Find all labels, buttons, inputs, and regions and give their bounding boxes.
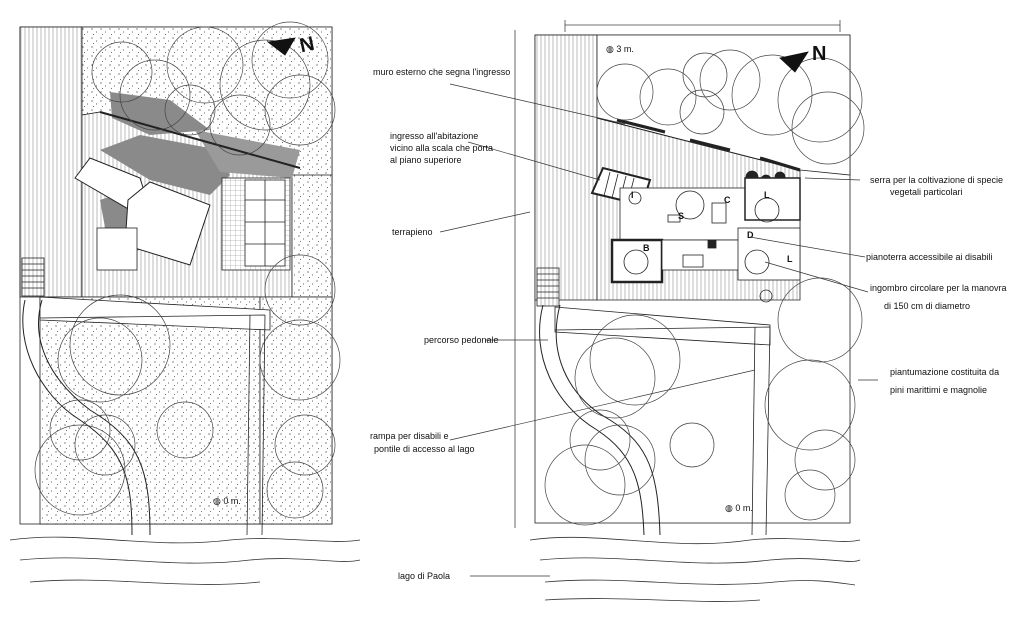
label-muro: muro esterno che segna l'ingresso: [373, 67, 511, 77]
label-piantumazione-1: piantumazione costituita da: [890, 367, 1000, 377]
label-piantumazione-2: pini marittimi e magnolie: [890, 385, 988, 395]
elevation-right-bottom-text: 0 m.: [735, 503, 753, 513]
room-label-l2: L: [787, 254, 793, 264]
leader-lines: [439, 83, 878, 577]
label-rampa-2: pontile di accesso al lago: [374, 444, 475, 454]
elevation-right-top-text: 3 m.: [616, 44, 634, 54]
label-ingombro-2: di 150 cm di diametro: [884, 301, 971, 311]
elevation-right-bottom: ◍ 0 m.: [725, 503, 753, 513]
label-lago: lago di Paola: [398, 571, 451, 581]
label-terrapieno: terrapieno: [392, 227, 433, 237]
elevation-left-bottom-text: 0 m.: [223, 496, 241, 506]
label-ingombro-1: ingombro circolare per la manovra: [870, 283, 1007, 293]
room-label-l1: L: [764, 190, 770, 200]
elevation-left-bottom: ◍ 0 m.: [213, 496, 241, 506]
right-plan: [514, 20, 865, 602]
left-plan: [9, 21, 361, 585]
room-label-d: D: [747, 230, 754, 240]
label-rampa-1: rampa per disabili e: [370, 431, 449, 441]
room-label-b: B: [643, 243, 650, 253]
label-percorso: percorso pedonale: [424, 335, 499, 345]
label-serra-1: serra per la coltivazione di specie: [870, 175, 1004, 185]
elevation-right-top: ◍ 3 m.: [606, 44, 634, 54]
label-ingresso-1: ingresso all'abitazione: [390, 131, 479, 141]
label-pianoterra: pianoterra accessibile ai disabili: [866, 252, 993, 262]
label-ingresso-3: al piano superiore: [390, 155, 462, 165]
north-label-right: N: [812, 43, 827, 65]
room-label-i: I: [631, 190, 634, 200]
room-label-s: S: [678, 211, 685, 221]
label-serra-2: vegetali particolari: [890, 187, 963, 197]
label-ingresso-2: vicino alla scala che porta: [390, 143, 494, 153]
room-label-c: C: [724, 195, 731, 205]
